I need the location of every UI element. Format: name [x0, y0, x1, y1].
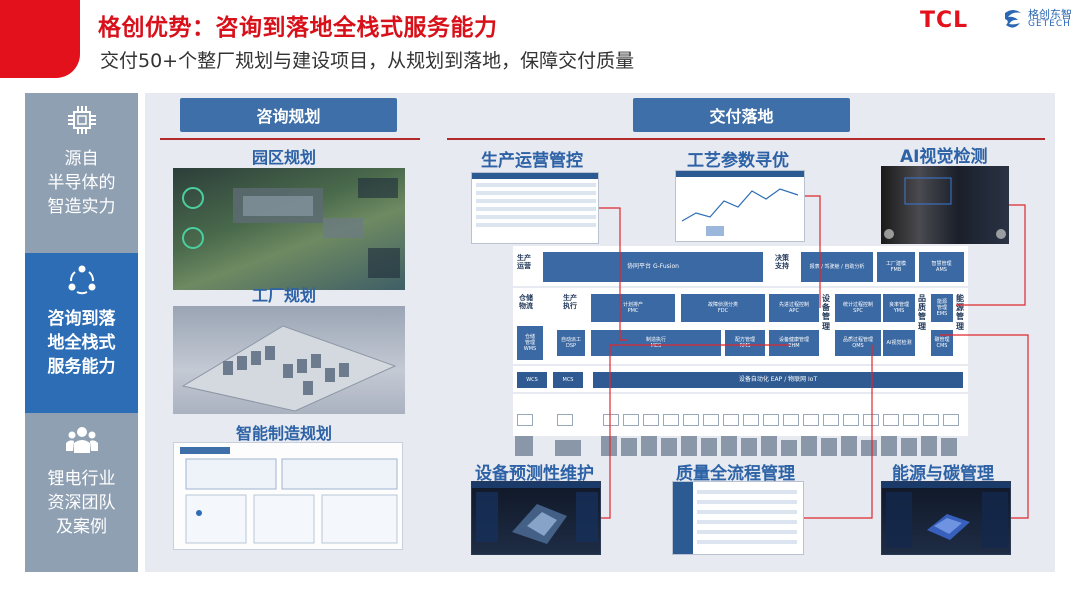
factory-planning-image [173, 306, 405, 414]
quality-flow-image [672, 481, 804, 555]
delivery-divider [447, 138, 1045, 140]
cms-block: 碳管理 CMS [931, 330, 953, 356]
wms-block: 仓储 管理 WMS [517, 326, 543, 360]
equipment-row [515, 434, 965, 456]
execution-label: 生产 执行 [563, 294, 577, 311]
ops-label: 生产 运营 [517, 254, 531, 271]
architecture-diagram: 生产 运营 协同平台 G-Fusion 决策 支持 报表 / 驾驶舱 / 自助分… [513, 246, 968, 436]
predictive-maint-caption: 设备预测性维护 [475, 464, 594, 484]
process-param-caption: 工艺参数寻优 [687, 151, 789, 171]
pmc-block: 计划排产 PMC [591, 294, 675, 322]
ems-block: 能源 管理 EMS [931, 294, 953, 322]
ai-vision-block: AI视觉检测 [883, 330, 915, 356]
production-ops-caption: 生产运营管控 [481, 151, 583, 171]
iot-block: 设备自动化 EAP / 物联网 IoT [593, 372, 963, 388]
ai-vision-caption: AI视觉检测 [900, 147, 988, 167]
team-icon [65, 427, 98, 453]
dsp-block: 自动派工 DSP [557, 330, 585, 356]
quality-mgmt-label: 品质管理 [918, 294, 926, 331]
left-item-lithium-team: 锂电行业 资深团队 及案例 [25, 413, 138, 572]
production-ops-image [471, 172, 599, 244]
energy-carbon-caption: 能源与碳管理 [892, 464, 994, 484]
predictive-maint-image [471, 481, 601, 555]
getech-logo-cn: 格创东智 [1028, 8, 1072, 21]
tcl-logo: TCL [920, 8, 969, 33]
park-planning-caption: 园区规划 [252, 148, 317, 167]
smart-manufacturing-caption: 智能制造规划 [236, 424, 333, 443]
cycle-icon [68, 265, 95, 295]
getech-logo: 格创东智 GETECH [1002, 8, 1072, 30]
energy-carbon-image [881, 481, 1011, 555]
wcs-block: WCS [517, 372, 547, 388]
smart-manufacturing-image [173, 442, 403, 550]
warehouse-label: 仓储 物流 [519, 294, 533, 311]
energy-mgmt-label: 能源管理 [956, 294, 964, 331]
left-column: 源自 半导体的 智造实力 咨询到落 地全栈式 服务能力 锂电行业 资深团队 及案… [25, 93, 138, 572]
mcs-block: MCS [553, 372, 583, 388]
delivery-heading: 交付落地 [633, 98, 850, 132]
chip-icon [67, 106, 96, 134]
yms-block: 良率管理 YMS [883, 294, 915, 322]
mes-block: 制造执行 MES [591, 330, 721, 356]
header-accent [0, 0, 80, 78]
ai-vision-image [881, 166, 1009, 244]
process-param-image [675, 170, 805, 242]
factory-planning-caption: 工厂规划 [252, 286, 317, 305]
page-title: 格创优势：咨询到落地全栈式服务能力 [98, 15, 498, 41]
getech-logo-en: GETECH [1028, 19, 1071, 29]
left-item-label: 咨询到落 地全栈式 服务能力 [47, 309, 116, 377]
ams-block: 智慧管理 AMS [919, 252, 964, 282]
apc-block: 先进过程控制 APC [769, 294, 819, 322]
spc-block: 统计过程控制 SPC [835, 294, 881, 322]
fmb-block: 工厂建模 FMB [877, 252, 915, 282]
qms-block: 品质过程管理 QMS [835, 330, 881, 356]
consulting-divider [160, 138, 420, 140]
left-item-label: 锂电行业 资深团队 及案例 [47, 469, 116, 537]
fdc-block: 故障侦测分类 FDC [681, 294, 765, 322]
consulting-heading: 咨询规划 [180, 98, 397, 132]
decision-label: 决策 支持 [775, 254, 789, 271]
park-planning-image [173, 168, 405, 290]
ehm-block: 设备健康管理 EHM [769, 330, 819, 356]
report-block: 报表 / 驾驶舱 / 自助分析 [801, 252, 873, 282]
page-subtitle: 交付50+个整厂规划与建设项目，从规划到落地，保障交付质量 [100, 50, 635, 72]
equipment-mgmt-label: 设备管理 [822, 294, 830, 331]
left-item-semiconductor: 源自 半导体的 智造实力 [25, 93, 138, 253]
gfusion-block: 协同平台 G-Fusion [543, 252, 763, 282]
getech-logo-icon [1005, 10, 1021, 28]
rms-block: 配方管理 RMS [725, 330, 765, 356]
quality-flow-caption: 质量全流程管理 [676, 464, 795, 484]
left-item-fullstack: 咨询到落 地全栈式 服务能力 [25, 253, 138, 413]
left-item-label: 源自 半导体的 智造实力 [47, 149, 116, 217]
